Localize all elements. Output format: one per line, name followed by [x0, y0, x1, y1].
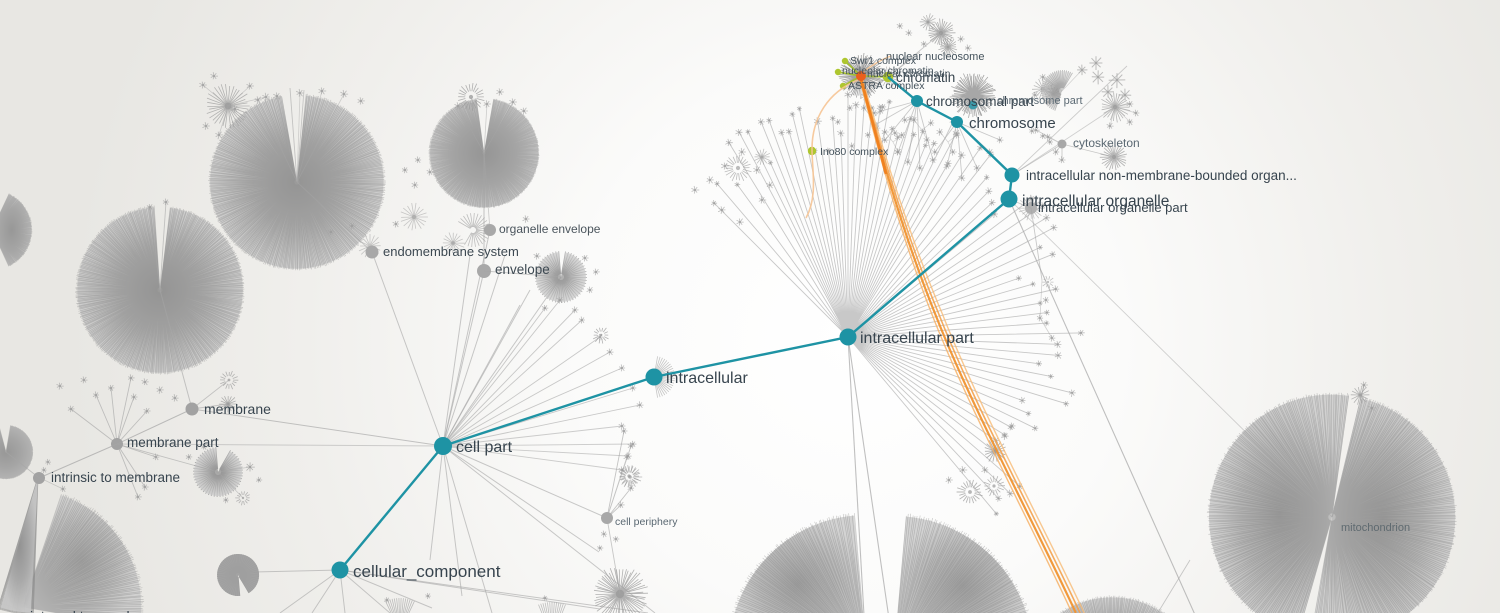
- svg-text:ASTRA complex: ASTRA complex: [848, 80, 925, 92]
- svg-text:chromosomal part: chromosomal part: [926, 94, 1034, 109]
- svg-text:intracellular organelle: intracellular organelle: [1022, 193, 1169, 210]
- svg-text:nucleolar chromatin: nucleolar chromatin: [842, 65, 934, 77]
- svg-text:membrane part: membrane part: [127, 435, 219, 450]
- svg-text:intrinsic to membrane: intrinsic to membrane: [51, 470, 180, 485]
- svg-text:endomembrane system: endomembrane system: [383, 244, 519, 259]
- svg-text:cellular_component: cellular_component: [353, 562, 501, 581]
- svg-text:nuclear chromatin: nuclear chromatin: [867, 68, 951, 80]
- svg-text:cell part: cell part: [456, 439, 513, 456]
- svg-text:mitochondrion: mitochondrion: [1341, 522, 1410, 534]
- svg-text:chromatin: chromatin: [896, 70, 955, 85]
- svg-text:Swr1 complex: Swr1 complex: [850, 55, 917, 67]
- svg-text:intracellular non-membrane-bou: intracellular non-membrane-bounded organ…: [1026, 168, 1297, 183]
- svg-text:membrane: membrane: [204, 401, 271, 417]
- svg-text:Ino80 complex: Ino80 complex: [820, 146, 889, 158]
- svg-text:organelle envelope: organelle envelope: [499, 222, 601, 236]
- svg-text:intracellular organelle part: intracellular organelle part: [1038, 200, 1188, 215]
- svg-text:cell periphery: cell periphery: [615, 516, 678, 528]
- svg-text:cytoskeleton: cytoskeleton: [1073, 136, 1140, 150]
- svg-text:intracellular: intracellular: [666, 370, 748, 387]
- svg-text:integral to membrane: integral to membrane: [30, 608, 163, 613]
- svg-text:nuclear nucleosome: nuclear nucleosome: [886, 51, 984, 63]
- svg-text:envelope: envelope: [495, 262, 550, 277]
- svg-text:chromosome: chromosome: [969, 115, 1056, 132]
- svg-text:intracellular part: intracellular part: [860, 330, 974, 347]
- svg-text:chromosome part: chromosome part: [997, 95, 1083, 107]
